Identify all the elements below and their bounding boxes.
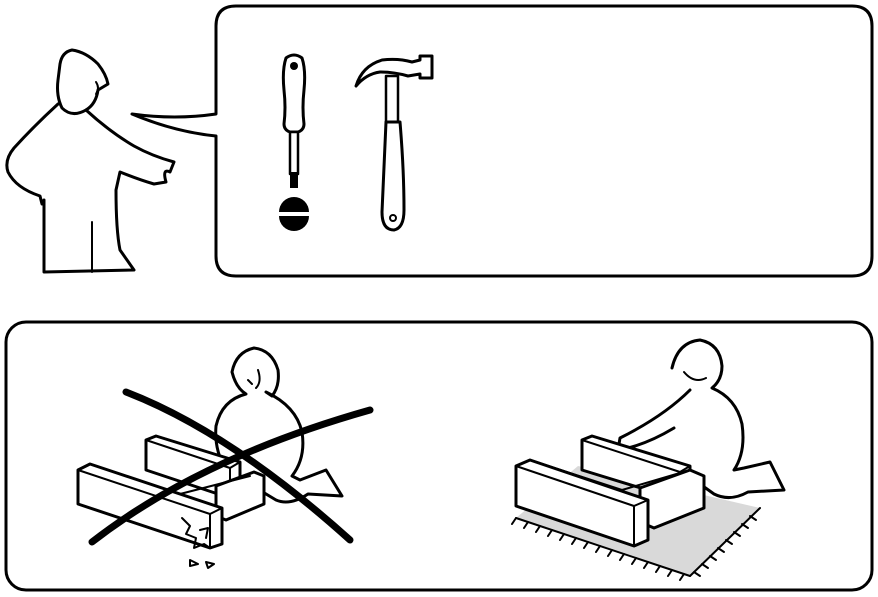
prohibited-cross-icon <box>88 388 374 546</box>
person-on-rug-icon <box>514 338 786 548</box>
claw-hammer-icon <box>354 54 434 232</box>
tools-speech-bubble <box>130 4 874 278</box>
flathead-slot-icon <box>279 197 309 231</box>
person-bare-floor-icon <box>76 346 344 550</box>
person-pointing-icon <box>5 48 176 274</box>
assembly-advice-panel <box>4 320 874 592</box>
broken-corner-icon <box>181 517 215 569</box>
flathead-screwdriver-icon <box>281 53 307 188</box>
